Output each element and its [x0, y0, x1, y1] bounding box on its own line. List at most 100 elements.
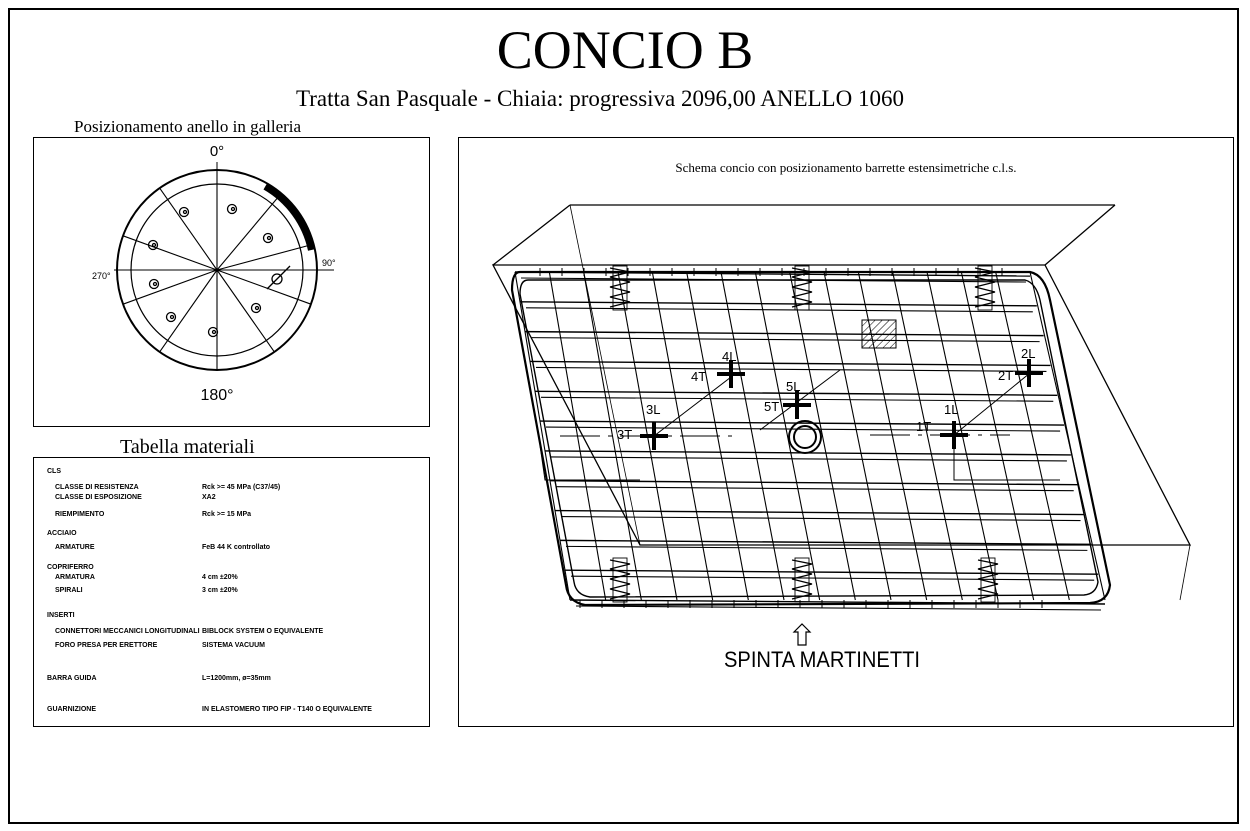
cage-bar [892, 271, 963, 601]
cage-bar [554, 509, 1085, 516]
cage-bar [535, 366, 1047, 373]
spring-housing [980, 557, 996, 603]
ring-panel: 0° 90° 270° 180° [33, 137, 430, 427]
mat-armatura: ARMATURA [55, 574, 95, 581]
mat-classe-esposizione-val: XA2 [202, 494, 216, 501]
mat-spirali: SPIRALI [55, 587, 83, 594]
spiral-spring [609, 267, 631, 308]
cage-reference-line [953, 435, 1060, 481]
cage-bar [564, 569, 1099, 575]
bolt-hole [250, 302, 262, 314]
gauge-3L-label: 3L [646, 402, 660, 417]
jack-thrust-label: SPINTA MARTINETTI [724, 647, 920, 672]
bolt-hole-center [182, 209, 188, 215]
jack-thrust-arrow [792, 623, 812, 646]
gauge-4 [717, 360, 745, 388]
cage-bar [575, 605, 1102, 611]
ring-angle-right: 90° [322, 258, 336, 268]
cage-bar [555, 486, 1074, 492]
ring-segment-b-marker [266, 265, 291, 290]
gauge-5 [783, 391, 811, 419]
bolt-hole-center [151, 242, 157, 248]
schema-panel [458, 137, 1234, 727]
cage-outer-loop [510, 270, 1112, 607]
mat-armatura-val: 4 cm ±20% [202, 574, 238, 581]
page-title: CONCIO B [496, 20, 754, 80]
gauge-1T-label: 1T [916, 419, 931, 434]
ring-joint-line [159, 187, 218, 271]
bolt-hole [207, 326, 219, 338]
mat-classe-resistenza: CLASSE DI RESISTENZA [55, 484, 139, 491]
gauge-leader-lines [560, 369, 1031, 437]
bolt-hole-center [254, 305, 260, 311]
cage-bar [549, 480, 1078, 486]
spring-housing [794, 265, 810, 311]
cage-bar [539, 420, 1065, 426]
mat-acciaio: ACCIAIO [47, 530, 77, 537]
cage-bar [524, 330, 1044, 337]
ring-joint-line [159, 269, 218, 353]
ring-panel-heading: Posizionamento anello in galleria [74, 117, 302, 136]
materials-table: CLS CLASSE DI RESISTENZA Rck >= 45 MPa (… [33, 457, 430, 727]
sheet-frame [8, 8, 1239, 824]
spring-housing [977, 265, 993, 311]
cage-bar [550, 456, 1067, 462]
spiral-spring [974, 267, 996, 308]
spiral-springs [609, 265, 999, 603]
mat-guarnizione-val: IN ELASTOMERO TIPO FIP - T140 O EQUIVALE… [202, 706, 372, 713]
cage-bar [570, 575, 1095, 581]
ring-angle-top: 0° [210, 143, 224, 160]
ring-key-segment [263, 183, 315, 251]
gauge-labels: 1L 1T 2L 2T 3L 3T 4L 4T 5L 5T [617, 346, 1035, 442]
cage-bar [565, 545, 1088, 551]
bolt-hole [165, 311, 177, 323]
cage-bar [514, 271, 571, 601]
cage-bar [720, 271, 785, 601]
cage-bar [519, 301, 1037, 307]
bolt-hole-center [211, 329, 217, 335]
ring-joint-line [216, 269, 312, 305]
ring-bolt-holes [147, 203, 274, 338]
gauge-1L-label: 1L [944, 402, 958, 417]
erector-vacuum-hole [788, 420, 822, 454]
cage-bar [754, 271, 821, 601]
spring-housing [612, 265, 628, 311]
gauge-3T-label: 3T [617, 427, 632, 442]
mat-armature: ARMATURE [55, 544, 95, 551]
gauge-2L-label: 2L [1021, 346, 1035, 361]
bolt-hole [147, 239, 159, 251]
cage-bar [525, 307, 1033, 313]
cage-reference-line [539, 444, 640, 481]
bolt-hole-center [230, 206, 236, 212]
ring-angle-bottom: 180° [200, 387, 233, 404]
ring-joint-line [216, 193, 282, 271]
mat-connettori: CONNETTORI MECCANICI LONGITUDINALI [55, 628, 200, 635]
bolt-hole [148, 278, 160, 290]
gauge-5T-label: 5T [764, 399, 779, 414]
ring-diagram: 0° 90° 270° 180° [92, 143, 336, 404]
mat-spirali-val: 3 cm ±20% [202, 587, 238, 594]
cage-bar [530, 337, 1040, 343]
gauge-4L-label: 4L [722, 349, 736, 364]
gauge-2 [1015, 359, 1043, 387]
mat-classe-esposizione: CLASSE DI ESPOSIZIONE [55, 494, 142, 501]
mat-barra-val: L=1200mm, ø=35mm [202, 675, 271, 682]
cage-bar [529, 360, 1051, 367]
mat-inserti: INSERTI [47, 612, 75, 619]
ring-joint-line [122, 235, 218, 271]
bolt-hole-center [152, 281, 158, 287]
reinforcement-cage [510, 268, 1112, 611]
materials-heading: Tabella materiali [120, 436, 255, 458]
cage-bar [789, 271, 856, 601]
spring-housing [794, 557, 810, 603]
mat-riempimento-val: Rck >= 15 MPa [202, 511, 252, 518]
ring-joint-line [216, 269, 275, 353]
gauge-4T-label: 4T [691, 369, 706, 384]
bolt-hole [262, 232, 274, 244]
ring-joint-line [122, 269, 218, 305]
mat-armature-val: FeB 44 K controllato [202, 544, 271, 551]
gauge-2T-label: 2T [998, 368, 1013, 383]
mat-cls: CLS [47, 468, 61, 475]
gauge-5L-label: 5L [786, 379, 800, 394]
